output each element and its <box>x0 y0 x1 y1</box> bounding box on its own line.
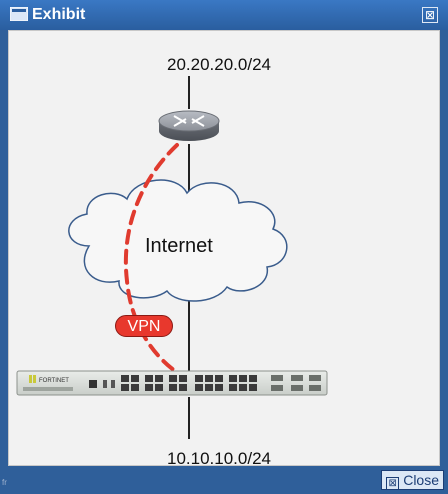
vpn-tunnel <box>123 143 179 373</box>
footer-bar: fr ⊠Close <box>0 466 448 494</box>
close-button-label: Close <box>403 472 439 488</box>
footer-mark: fr <box>2 478 7 487</box>
close-icon[interactable]: ⊠ <box>422 7 438 23</box>
internet-cloud <box>68 179 288 302</box>
window-title: Exhibit <box>32 6 86 23</box>
top-subnet-label: 20.20.20.0/24 <box>167 55 271 74</box>
sfp-ports <box>271 375 321 391</box>
router-arrows-icon <box>173 115 205 127</box>
port-block-2 <box>195 375 257 391</box>
close-button-icon: ⊠ <box>386 477 400 490</box>
bottom-subnet-label: 10.10.10.0/24 <box>167 449 271 468</box>
internet-label: Internet <box>145 235 213 257</box>
port-block-1 <box>121 375 187 391</box>
fortigate-device: FORTINET <box>16 370 328 396</box>
title-bar: Exhibit ⊠ <box>0 0 448 30</box>
device-brand-text: FORTINET <box>39 378 69 384</box>
router <box>158 110 220 141</box>
exhibit-content: FORTINET <box>8 30 440 468</box>
network-diagram: FORTINET <box>16 76 328 439</box>
vpn-badge: VPN <box>115 315 173 337</box>
close-button[interactable]: ⊠Close <box>381 470 444 490</box>
exhibit-icon <box>10 7 28 21</box>
